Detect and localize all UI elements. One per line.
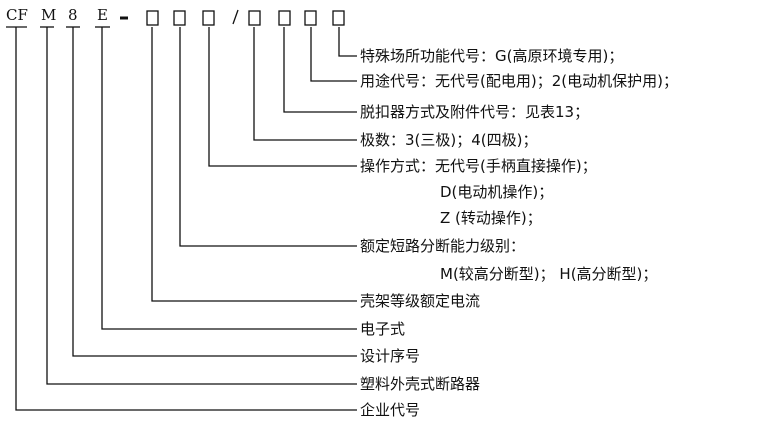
desc-frame-current: 壳架等级额定电流 bbox=[360, 292, 481, 310]
box-operation bbox=[202, 10, 215, 26]
code-8: 8 bbox=[68, 6, 78, 24]
desc-breaking-capacity: 额定短路分断能力级别： bbox=[360, 237, 526, 255]
box-poles bbox=[248, 10, 261, 26]
box-frame-current bbox=[146, 10, 159, 26]
desc-mccb: 塑料外壳式断路器 bbox=[360, 375, 481, 393]
code-e: E bbox=[97, 6, 108, 24]
desc-special-location: 特殊场所功能代号：G(高原环境专用)； bbox=[360, 47, 624, 65]
desc-poles: 极数：3(三极)；4(四极)； bbox=[360, 131, 538, 149]
box-usage bbox=[304, 10, 317, 26]
desc-operation-z: Z (转动操作)； bbox=[440, 209, 542, 227]
desc-electronic: 电子式 bbox=[360, 320, 406, 338]
code-m: M bbox=[41, 6, 57, 24]
desc-design-no: 设计序号 bbox=[360, 347, 421, 365]
desc-operation-d: D(电动机操作)； bbox=[440, 183, 554, 201]
box-special bbox=[332, 10, 345, 26]
box-breaking-capacity bbox=[173, 10, 186, 26]
desc-usage: 用途代号：无代号(配电用)；2(电动机保护用)； bbox=[360, 72, 678, 90]
desc-operation: 操作方式：无代号(手柄直接操作)； bbox=[360, 157, 597, 175]
desc-company-code: 企业代号 bbox=[360, 401, 421, 419]
desc-breaking-capacity-values: M(较高分断型)； H(高分断型)； bbox=[440, 265, 658, 283]
box-release bbox=[278, 10, 291, 26]
slash-mark bbox=[232, 9, 239, 25]
desc-release-accessory: 脱扣器方式及附件代号：见表13； bbox=[360, 103, 590, 121]
code-cf: CF bbox=[6, 6, 28, 24]
